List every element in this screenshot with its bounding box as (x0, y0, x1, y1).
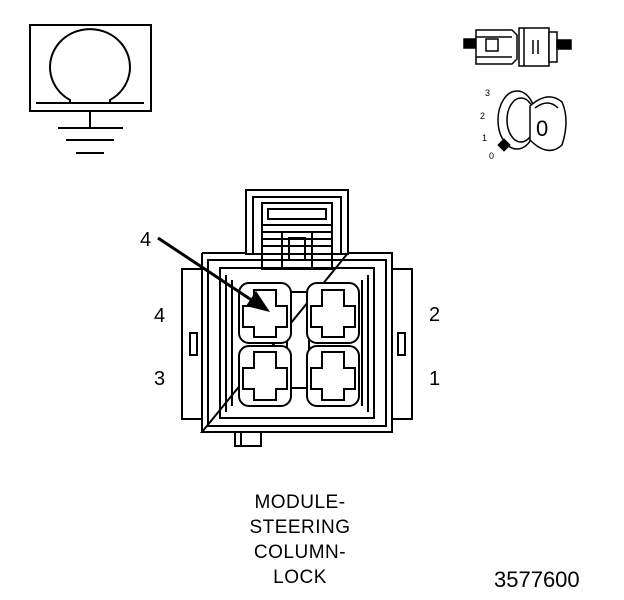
pin-label-bottom-right: 1 (429, 368, 441, 390)
key-label: 0 (536, 116, 549, 141)
pin-cavity-3 (238, 345, 292, 407)
pin-label-top-right: 2 (429, 304, 441, 326)
callout-arrow (157, 236, 270, 312)
connector-title: MODULE- STEERING COLUMN- LOCK (200, 490, 400, 590)
connector-halves-icon (463, 27, 572, 67)
connector-face (181, 189, 413, 447)
callout-label: 4 (140, 229, 152, 251)
key-position-label: 3 (485, 88, 491, 98)
title-line: LOCK (273, 567, 327, 588)
ignition-key-icon (497, 90, 567, 152)
pin-cavity-1 (306, 345, 360, 407)
title-line: STEERING (249, 517, 351, 538)
key-position-label: 2 (480, 111, 486, 121)
key-position-label: 1 (482, 133, 488, 143)
pin-cavities (238, 282, 360, 407)
pin-cavity-2 (306, 282, 360, 344)
ohm-ground-icon (29, 24, 152, 154)
title-line: COLUMN- (253, 542, 347, 563)
pin-cavity-4 (238, 282, 292, 344)
title-line: MODULE- (254, 492, 346, 513)
key-position-label: 0 (489, 151, 495, 161)
pin-label-top-left: 4 (154, 305, 166, 327)
pin-label-bottom-left: 3 (154, 368, 166, 390)
figure-number: 3577600 (494, 567, 580, 592)
